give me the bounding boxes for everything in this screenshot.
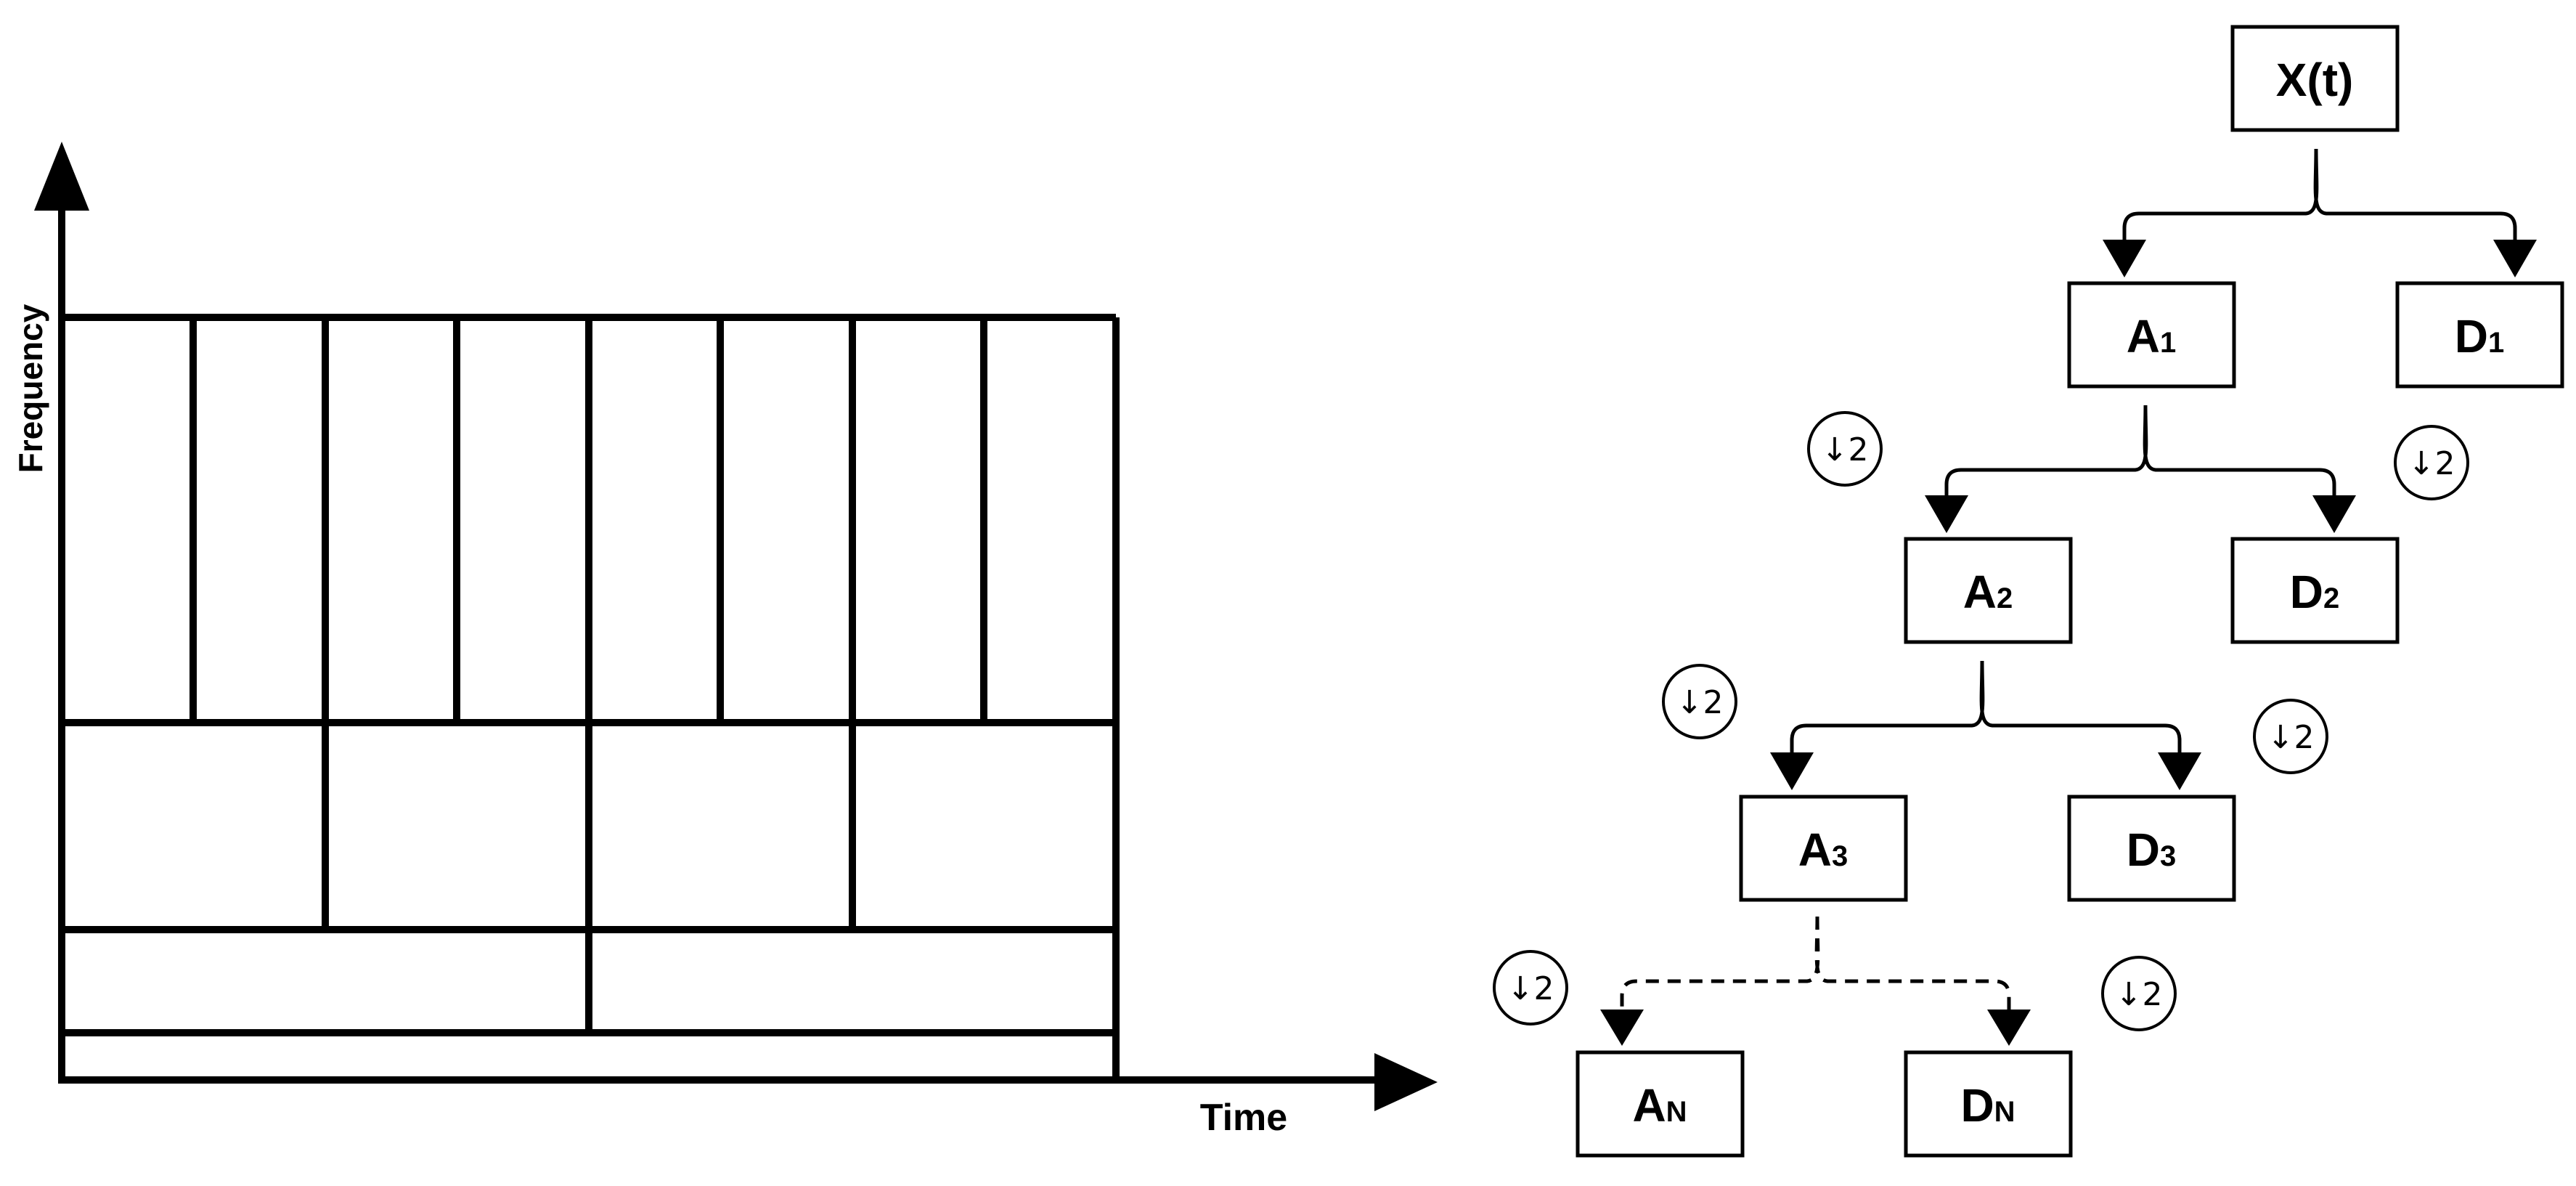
arrowhead bbox=[1600, 1010, 1644, 1046]
arrowhead bbox=[2158, 752, 2201, 790]
root-node-label: X(t) bbox=[2276, 54, 2354, 106]
downsample-circle bbox=[2101, 956, 2177, 1031]
downsample-label: ↓2 bbox=[2408, 445, 2455, 482]
detail-node-3-label: D3 bbox=[2127, 824, 2176, 876]
approx-node-2 bbox=[1904, 537, 2073, 644]
arrowhead bbox=[1987, 1010, 2031, 1046]
decomposition-tree: X(t) A1 D1 A2 D2 A3 D3 AN DN bbox=[1493, 25, 2564, 1158]
split-connector-level-1 bbox=[1944, 405, 2336, 498]
approx-node-2-label: A2 bbox=[1963, 566, 2013, 618]
arrowhead bbox=[1770, 752, 1814, 790]
arrowhead bbox=[1925, 495, 1968, 533]
detail-node-1 bbox=[2395, 281, 2564, 389]
downsample-circle bbox=[2394, 425, 2469, 500]
time-axis-arrowhead bbox=[1374, 1053, 1438, 1111]
approx-node-n-label: AN bbox=[1632, 1079, 1687, 1132]
detail-node-n-label: DN bbox=[1960, 1079, 2015, 1132]
split-connector-level-2 bbox=[1790, 660, 2182, 754]
approx-node-3-label: A3 bbox=[1798, 824, 1848, 876]
downsample-label: ↓2 bbox=[1676, 684, 1724, 721]
arrowhead bbox=[2103, 240, 2146, 277]
approx-node-1 bbox=[2067, 281, 2236, 389]
approx-node-3 bbox=[1739, 795, 1908, 902]
split-connector-level-3 bbox=[1620, 916, 2011, 1011]
downsample-label: ↓2 bbox=[1822, 431, 1869, 468]
detail-node-2 bbox=[2230, 537, 2400, 644]
arrowhead bbox=[2493, 240, 2537, 277]
downsample-label: ↓2 bbox=[2267, 719, 2315, 756]
detail-node-2-label: D2 bbox=[2290, 566, 2339, 618]
time-frequency-tiling bbox=[58, 203, 1376, 1084]
downsample-circle bbox=[1807, 411, 1883, 487]
split-connector-root bbox=[2122, 148, 2517, 241]
detail-node-1-label: D1 bbox=[2455, 310, 2504, 362]
frequency-axis-label: Frequency bbox=[12, 304, 49, 473]
frequency-axis-arrowhead bbox=[34, 142, 89, 211]
detail-node-3 bbox=[2067, 795, 2236, 902]
downsample-circle bbox=[1493, 950, 1568, 1025]
downsample-circle bbox=[2253, 699, 2328, 774]
downsample-label: ↓2 bbox=[2116, 976, 2163, 1013]
detail-node-n bbox=[1904, 1050, 2073, 1158]
approx-node-n bbox=[1576, 1050, 1745, 1158]
downsample-label: ↓2 bbox=[1507, 970, 1554, 1007]
time-axis-label: Time bbox=[1200, 1097, 1287, 1139]
arrowhead bbox=[2312, 495, 2356, 533]
root-node bbox=[2230, 25, 2400, 132]
downsample-circle bbox=[1662, 664, 1737, 739]
approx-node-1-label: A1 bbox=[2127, 310, 2176, 362]
